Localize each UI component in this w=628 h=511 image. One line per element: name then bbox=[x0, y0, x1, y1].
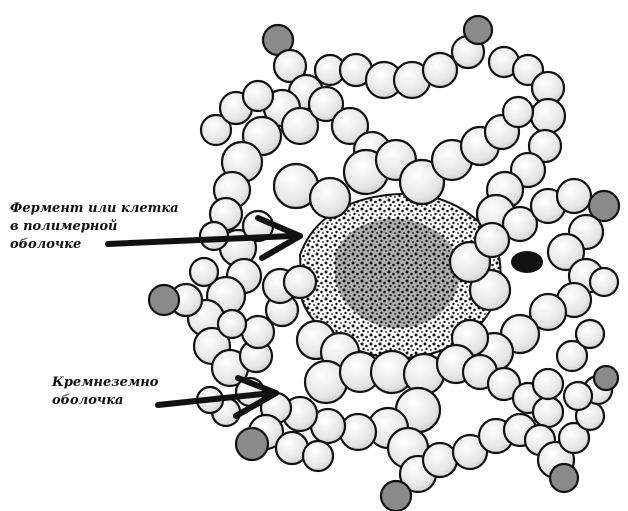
silica-bead bbox=[533, 369, 563, 399]
silica-bead bbox=[531, 99, 565, 133]
silica-bead bbox=[576, 320, 604, 348]
silica-bead bbox=[236, 428, 268, 460]
silica-bead bbox=[423, 53, 457, 87]
enzyme-cell-label-line-3: оболочке bbox=[10, 236, 179, 254]
enzyme-cell-label: Фермент или клетка в полимерной оболочке bbox=[10, 200, 179, 254]
silica-bead bbox=[550, 464, 578, 492]
silica-bead bbox=[475, 223, 509, 257]
silica-bead bbox=[594, 366, 618, 390]
silica-bead bbox=[423, 443, 457, 477]
enzyme-cell-label-line-2: в полимерной bbox=[10, 218, 179, 236]
silica-bead bbox=[590, 268, 618, 296]
silica-bead bbox=[284, 266, 316, 298]
silica-bead bbox=[190, 258, 218, 286]
silica-bead bbox=[303, 441, 333, 471]
silica-bead bbox=[243, 81, 273, 111]
silica-shell-label-line-2: оболочка bbox=[52, 392, 158, 410]
silica-bead bbox=[564, 382, 592, 410]
silica-bead bbox=[340, 414, 376, 450]
silica-shell-label-line-1: Кремнеземно bbox=[52, 374, 158, 392]
silica-bead bbox=[218, 310, 246, 338]
silica-bead bbox=[149, 285, 179, 315]
silica-bead bbox=[557, 179, 591, 213]
dark-particle bbox=[511, 251, 543, 273]
silica-bead bbox=[533, 397, 563, 427]
enzyme-cell-label-line-1: Фермент или клетка bbox=[10, 200, 179, 218]
silica-bead bbox=[381, 481, 411, 511]
silica-bead bbox=[503, 97, 533, 127]
silica-bead bbox=[310, 178, 350, 218]
silica-bead bbox=[464, 16, 492, 44]
silica-shell-label: Кремнеземно оболочка bbox=[52, 374, 158, 410]
